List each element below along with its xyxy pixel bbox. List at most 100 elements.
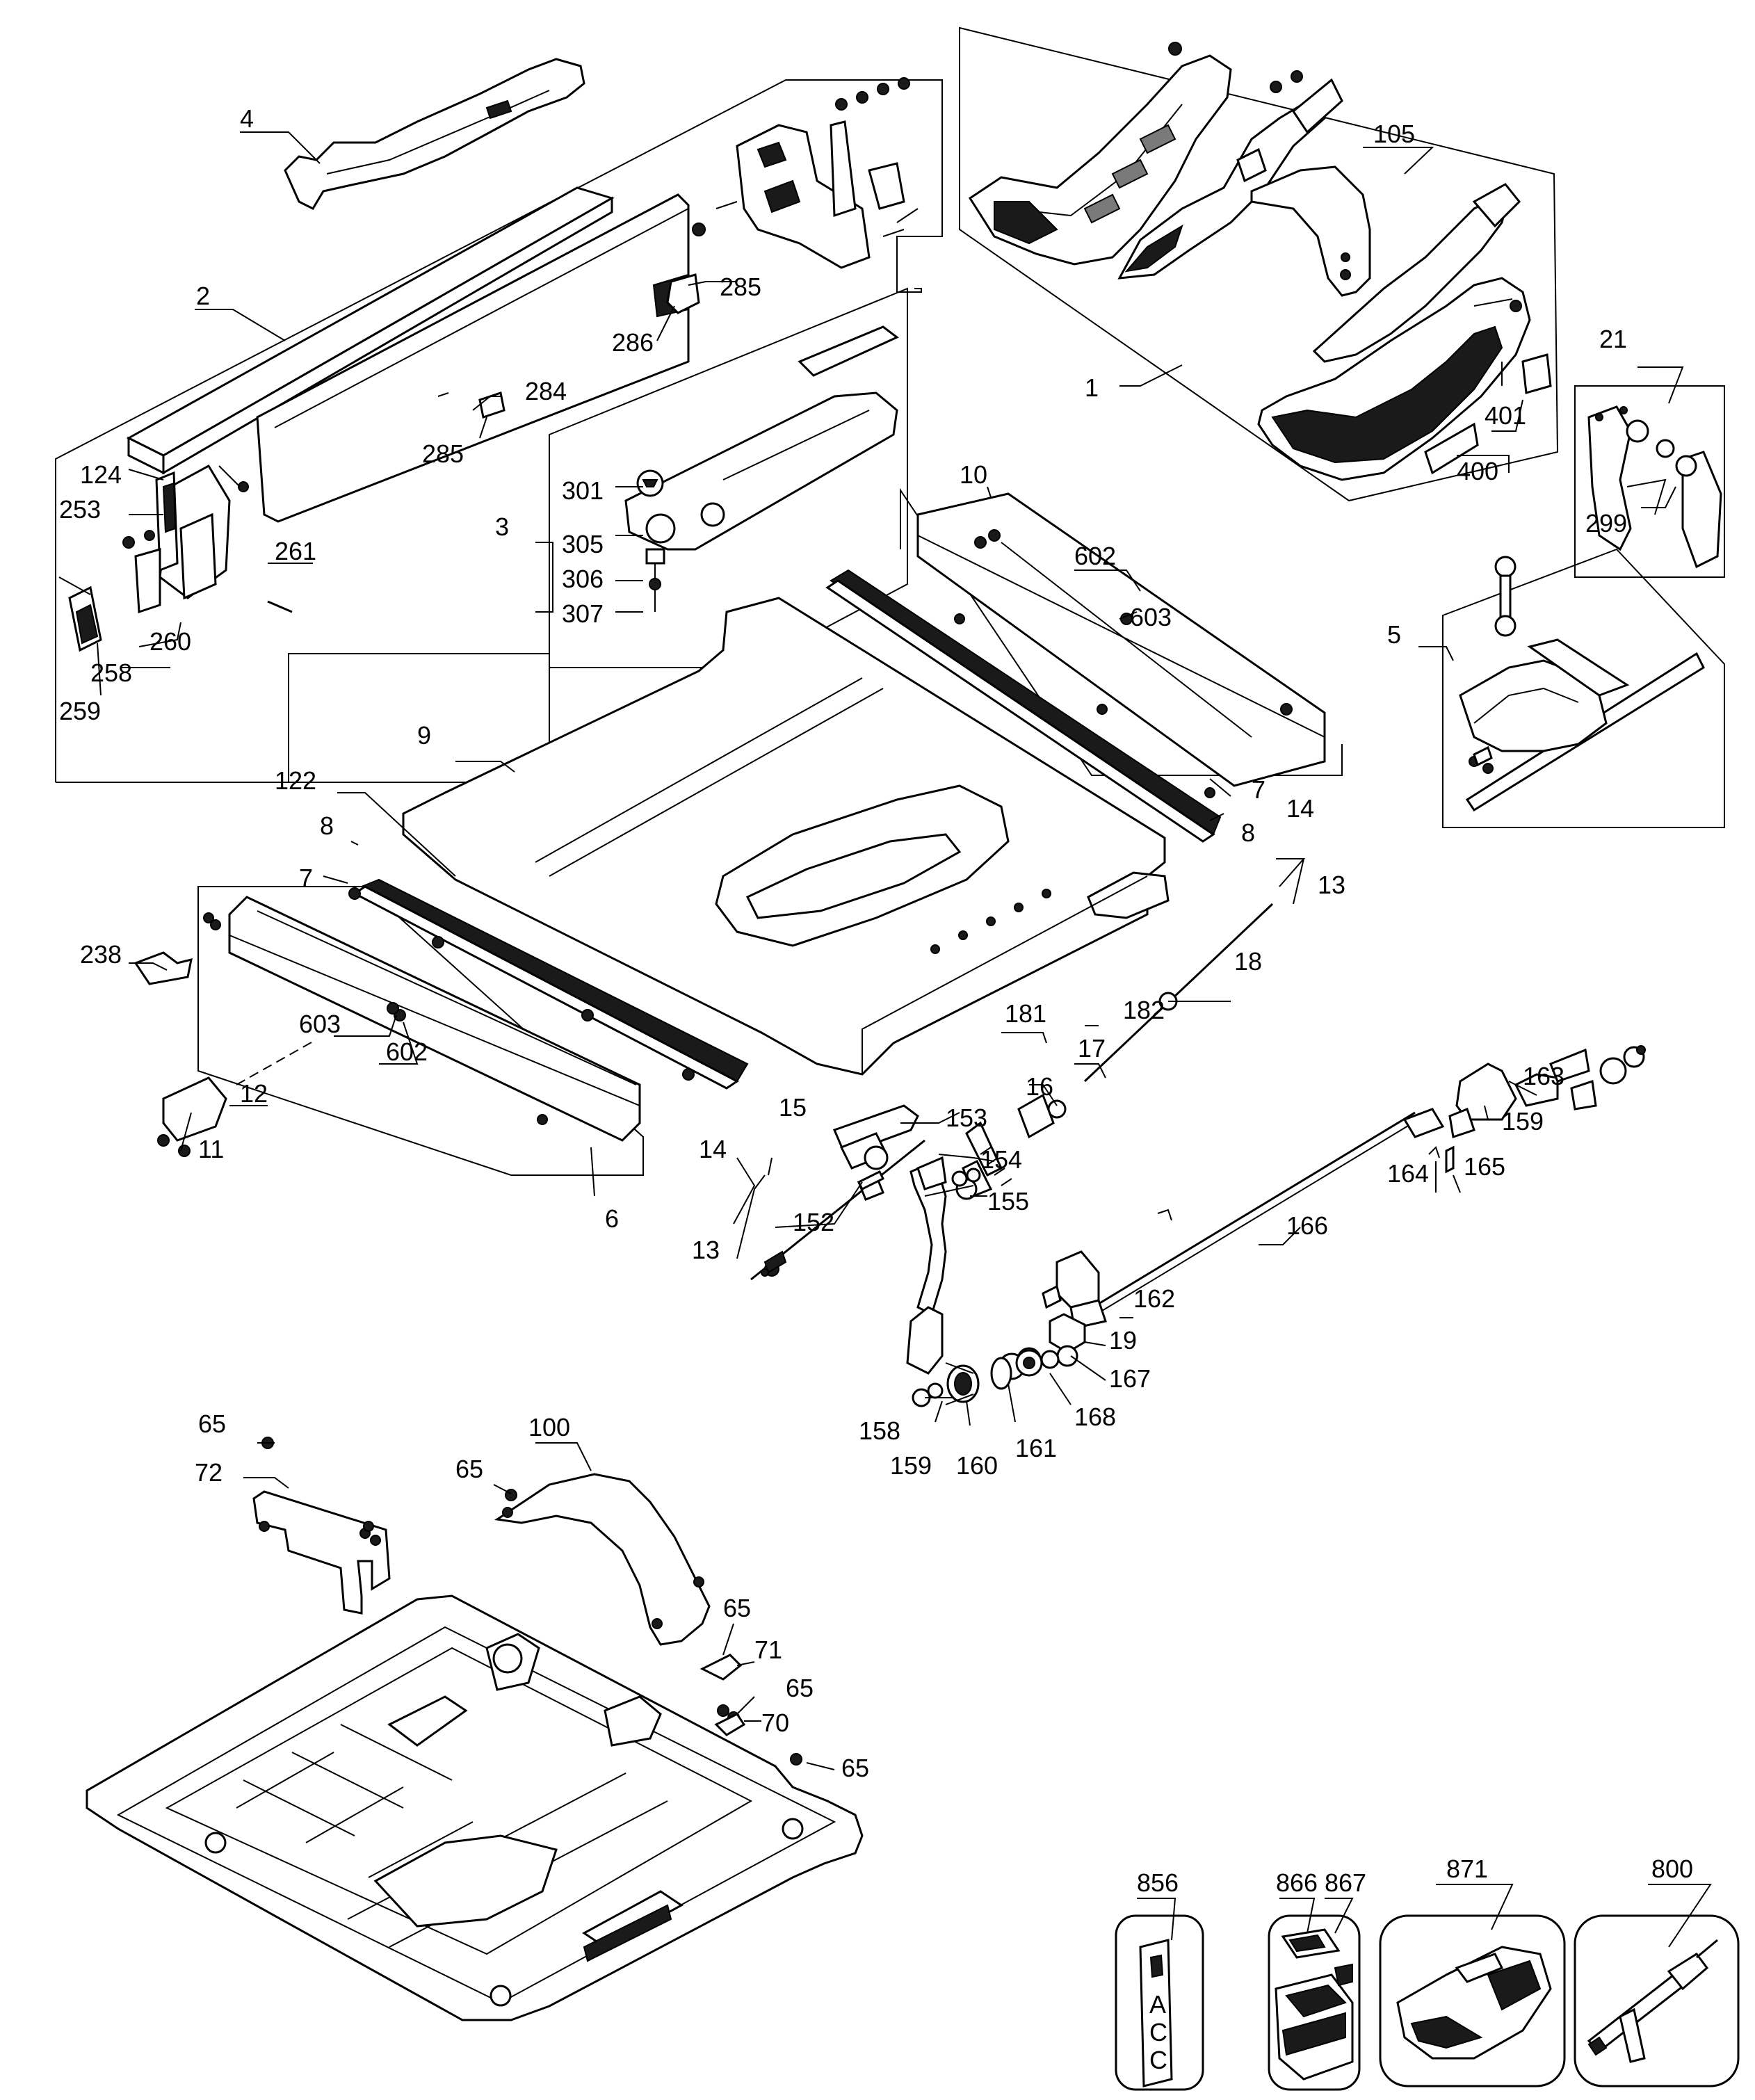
callout-284: 284	[525, 377, 567, 405]
callout-602-rear: 602	[1074, 542, 1116, 570]
throat-plate	[624, 325, 899, 612]
callout-238: 238	[80, 940, 122, 969]
blade-guard-right	[1257, 183, 1531, 481]
callout-21: 21	[1599, 325, 1627, 353]
callout-305: 305	[562, 530, 604, 558]
callout-168: 168	[1074, 1403, 1116, 1431]
rail-group-top-panel	[900, 487, 1343, 776]
callout-306: 306	[562, 565, 604, 593]
callout-159-upper: 159	[1502, 1107, 1544, 1136]
callout-260: 260	[149, 627, 191, 656]
callout-166: 166	[1286, 1211, 1328, 1240]
callout-160: 160	[956, 1451, 998, 1480]
rear-rail	[916, 492, 1326, 787]
callout-10: 10	[960, 460, 987, 489]
callout-13-right: 13	[1318, 871, 1345, 899]
bevel-bracket-163	[1448, 1045, 1646, 1138]
anti-kickback-pawls	[1587, 405, 1722, 569]
callout-401: 401	[1485, 401, 1526, 430]
callout-164: 164	[1387, 1159, 1429, 1188]
callout-154: 154	[980, 1145, 1022, 1174]
callout-261: 261	[275, 537, 316, 565]
callout-13-left: 13	[692, 1236, 720, 1264]
handwheel-crank	[906, 1156, 981, 1375]
callout-7-rear: 7	[1252, 775, 1265, 804]
base-hardware	[261, 1437, 802, 1766]
callout-2: 2	[196, 282, 210, 310]
clip-164-165	[1157, 1145, 1455, 1221]
callout-153: 153	[946, 1104, 987, 1132]
callout-8-front: 8	[320, 811, 334, 840]
callout-299: 299	[1585, 509, 1627, 538]
rear-rack	[825, 569, 1222, 843]
front-rail-end-cap	[157, 1039, 317, 1157]
callout-5: 5	[1387, 620, 1401, 649]
miter-gauge	[1459, 556, 1705, 812]
callout-871: 871	[1446, 1855, 1488, 1883]
callout-163: 163	[1523, 1062, 1564, 1090]
charger-871	[1379, 1914, 1566, 2087]
callout-285-top: 285	[720, 273, 761, 301]
tag-letter-c1: C	[1149, 2018, 1167, 2046]
bevel-shaft	[1056, 1108, 1445, 1330]
warning-label-400	[1424, 422, 1479, 475]
callout-285-mid: 285	[422, 439, 464, 468]
blade-shroud-100	[494, 1473, 711, 1646]
callout-19: 19	[1109, 1326, 1137, 1355]
fence-bracket-286	[666, 273, 700, 314]
front-rack	[348, 878, 749, 1090]
fence-clamp-block	[58, 464, 293, 652]
bracket-72	[252, 1490, 391, 1615]
callout-124: 124	[80, 460, 122, 489]
accessory-800	[1574, 1914, 1740, 2087]
battery-pack-866	[1268, 1914, 1361, 2091]
push-stick	[284, 58, 585, 210]
callout-7-front: 7	[299, 864, 313, 892]
callout-105: 105	[1373, 120, 1415, 148]
callout-182: 182	[1123, 996, 1165, 1024]
callout-65-c: 65	[723, 1594, 751, 1622]
saw-base	[86, 1594, 864, 2021]
blade-guard-group-panel	[959, 26, 1559, 502]
callout-11: 11	[198, 1135, 224, 1163]
callout-253: 253	[59, 495, 101, 524]
manual-tag-856: A C C	[1115, 1914, 1204, 2091]
callout-14-right: 14	[1286, 794, 1314, 823]
callout-286: 286	[612, 328, 654, 357]
tag-letter-c2: C	[1149, 2046, 1167, 2074]
miter-gauge-panel	[1442, 548, 1725, 828]
bevel-knob-group	[912, 1349, 1043, 1407]
callout-1: 1	[1085, 373, 1099, 402]
callout-8-rear: 8	[1241, 818, 1255, 847]
callout-70: 70	[761, 1709, 789, 1737]
callout-18: 18	[1234, 947, 1262, 976]
callout-15: 15	[779, 1093, 807, 1122]
leader-lines	[97, 131, 1712, 1948]
callout-65-a: 65	[198, 1410, 226, 1438]
callout-65-e: 65	[841, 1754, 869, 1782]
callout-867: 867	[1325, 1868, 1366, 1897]
callout-800: 800	[1651, 1855, 1693, 1883]
callout-152: 152	[793, 1208, 834, 1236]
callout-866: 866	[1276, 1868, 1318, 1897]
callout-17: 17	[1078, 1034, 1106, 1063]
elevation-shaft-lower	[750, 1104, 925, 1281]
callout-155: 155	[987, 1187, 1029, 1215]
callout-602-front: 602	[386, 1037, 428, 1066]
table-top	[402, 597, 1170, 1076]
callout-6: 6	[605, 1204, 619, 1233]
callout-3: 3	[495, 512, 509, 541]
callout-258: 258	[90, 659, 132, 687]
callout-165: 165	[1464, 1152, 1505, 1181]
callout-9: 9	[417, 721, 431, 750]
callout-603-front: 603	[299, 1010, 341, 1038]
pin-152	[857, 1170, 885, 1191]
callout-301: 301	[562, 476, 604, 505]
warning-label-401	[1501, 353, 1552, 394]
riving-knife-105	[1250, 165, 1371, 297]
callout-71: 71	[754, 1635, 782, 1664]
riving-knife-panel	[1574, 385, 1725, 578]
rip-fence	[126, 186, 690, 523]
callout-162: 162	[1133, 1284, 1175, 1313]
